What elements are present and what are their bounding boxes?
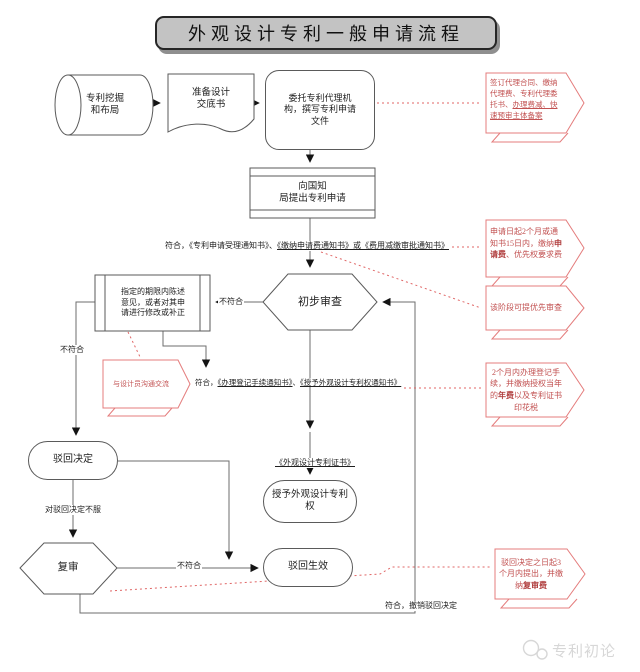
dotted-amend-communicate	[127, 331, 142, 360]
page-title: 外观设计专利一般申请流程	[155, 16, 497, 50]
annotation-agency-fees: 签订代理合同、缴纳代理费、专利代理委托书、办理费减、快速预审主体备案	[490, 78, 562, 122]
a5-wrap: 驳回决定之日起3个月内提出，并缴纳复审费	[498, 557, 564, 592]
dotted-prelim-a3	[320, 251, 482, 309]
annotation-callouts	[102, 72, 586, 609]
dotted-review-a5	[109, 566, 490, 592]
label-not-conform-amend: 不符合	[59, 345, 85, 355]
label-receipt-notices: 符合，《专利申请受理通知书》、《缴纳申请费通知书》或《费用减缴审批通知书》	[164, 241, 450, 251]
cylinder-cap	[67, 74, 82, 136]
a2-part-2: 、优先权要求费	[506, 250, 562, 260]
annotation-annual-fee: 2个月内办理登记手续，并缴纳授权当年的年费以及专利证书印花税	[488, 365, 564, 415]
label-receipt-plain: 符合，《专利申请受理通知书》、	[165, 241, 277, 250]
a4-part-0: 2个月内办理登记手续，并缴纳授权当年的	[490, 367, 562, 400]
a2-shape	[485, 219, 585, 278]
node-patent-mining: 专利挖掘 和布局	[85, 93, 124, 116]
note-communicate: 与设计员沟通交流	[113, 379, 169, 388]
a4-wrap: 2个月内办理登记手续，并缴纳授权当年的年费以及专利证书印花税	[488, 367, 564, 413]
a4-fold	[490, 416, 569, 427]
edge-amend-merge	[162, 331, 211, 368]
a5-fold	[499, 598, 578, 609]
communicate-shape	[102, 359, 191, 409]
node-file-application: 向国知 局提出专利申请	[279, 181, 346, 204]
annotation-priority-exam: 该阶段可提优先审查	[490, 303, 562, 313]
annotation-review-fee: 驳回决定之日起3个月内提出，并缴纳复审费	[498, 553, 564, 595]
edge-review-feedback	[79, 297, 416, 614]
node-preliminary-exam: 初步审查	[298, 295, 342, 308]
document-shape	[167, 73, 255, 133]
annotation-connectors	[109, 102, 490, 592]
a1-plain: 签订代理合同、缴纳代理费、专利代理委托书、	[490, 78, 558, 109]
label-not-conform-review: 不符合	[176, 561, 202, 571]
a4-part-2: 以及专利证书印花税	[514, 391, 562, 412]
a5-shape	[494, 548, 586, 600]
label-registration-book2: 《授予外观设计专利权通知书》	[300, 378, 402, 387]
review-shape	[19, 542, 118, 595]
a3-fold	[490, 329, 569, 340]
a1-shape	[485, 72, 585, 134]
label-not-conform-prelim: 不符合	[218, 297, 244, 307]
amend-shape	[94, 274, 211, 332]
a2-fold	[490, 276, 569, 287]
a3-shape	[485, 285, 585, 331]
node-reject-effective: 驳回生效	[263, 548, 353, 587]
a1-fold	[490, 132, 569, 143]
label-registration-comma: 、	[292, 378, 301, 387]
node-reject-decision: 驳回决定	[28, 441, 118, 480]
edge-amend-reject	[71, 301, 95, 436]
label-receipt-underlined: 《缴纳申请费通知书》或《费用减缴审批通知书》	[277, 241, 449, 250]
wechat-icon-big-bubble	[522, 639, 540, 657]
wechat-icon	[522, 639, 548, 660]
label-registration-book1: 《办理登记手续通知书》	[217, 378, 293, 387]
a5-bold: 复审费	[523, 580, 547, 590]
a4-shape	[485, 362, 585, 418]
node-agency: 委托专利代理机 构，撰写专利申请 文件	[265, 70, 375, 150]
communicate-fold	[106, 407, 173, 417]
watermark-text: 专利初论	[552, 644, 617, 660]
label-certificate: 《外观设计专利证书》	[274, 458, 356, 468]
a2-part-0: 申请日起2个月或通知书15日内，缴纳	[490, 227, 558, 248]
node-amend: 指定的期限内陈述 意见，或者对其申 请进行修改或补正	[121, 287, 185, 318]
node-disclosure-doc: 准备设计 交底书	[191, 87, 230, 110]
a1-underlined: 办理费减、快速预审主体备案	[490, 99, 558, 120]
node-grant: 授予外观设计专利 权	[263, 480, 357, 523]
a4-bold: 年费	[498, 391, 514, 400]
label-registration-notices: 符合，《办理登记手续通知书》、《授予外观设计专利权通知书》	[194, 378, 403, 388]
annotation-application-fee: 申请日起2个月或通知书15日内，缴纳申请费、优先权要求费	[490, 226, 562, 261]
a2-bold: 申请费	[490, 238, 562, 260]
label-dissatisfied: 对驳回决定不服	[44, 505, 102, 515]
shape-outlines	[19, 73, 378, 595]
preliminary-exam-shape	[262, 273, 378, 331]
edge-reject-effective	[118, 460, 234, 560]
node-review: 复审	[57, 562, 79, 574]
label-revoke-rejection: 符合，撤销驳回决定	[384, 601, 458, 611]
label-registration-prefix: 符合，	[195, 378, 218, 387]
wechat-icon-small-bubble	[536, 648, 548, 660]
a5-part-0: 驳回决定之日起3个月内提出，并缴纳	[499, 557, 563, 590]
